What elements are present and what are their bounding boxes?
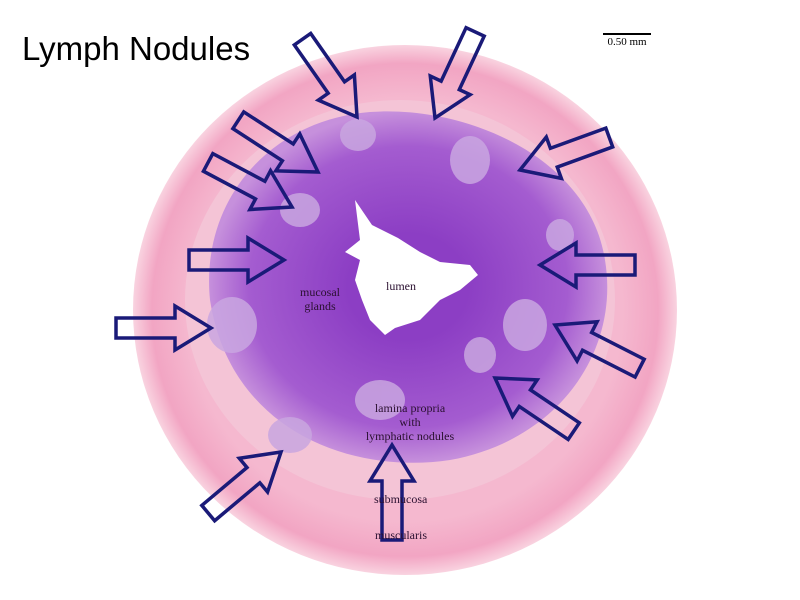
lumen-space (345, 200, 478, 335)
label-line: glands (304, 299, 336, 313)
label-line: with (399, 415, 421, 429)
label-submucosa: submucosa (374, 492, 428, 506)
page-title: Lymph Nodules (22, 30, 251, 67)
label-line: lymphatic nodules (365, 429, 455, 443)
label-muscularis: muscularis (375, 528, 427, 542)
scale-bar-label: 0.50 mm (607, 36, 647, 48)
label-line: lamina propria (374, 401, 446, 415)
scale-bar: 0.50 mm (603, 33, 651, 48)
label-line: mucosal (300, 285, 340, 299)
label-lumen: lumen (386, 279, 416, 293)
label-lamina-propria: lamina propria with lymphatic nodules (355, 401, 465, 443)
label-mucosal-glands: mucosal glands (292, 285, 348, 313)
